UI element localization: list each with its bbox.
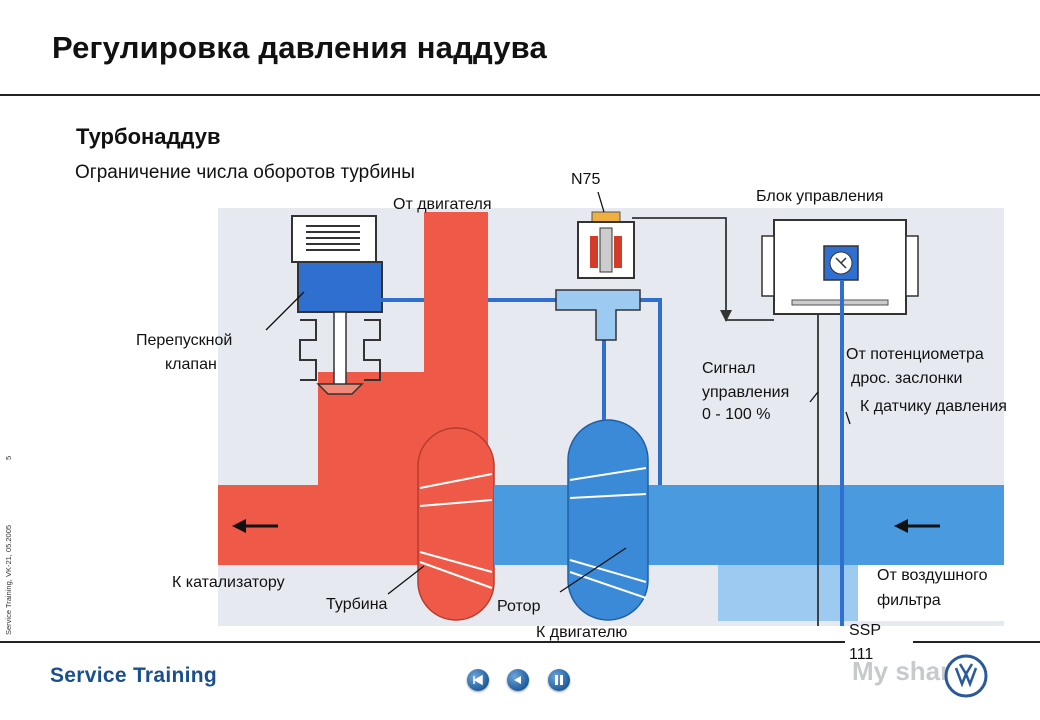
rotor-label: Ротор [497,598,541,615]
footer-divider-right [913,641,1040,643]
first-slide-button[interactable] [467,669,489,691]
air-filter-label-line2: фильтра [877,592,941,609]
footer-divider-left [0,641,845,643]
turbine-blades [419,473,493,589]
pause-icon [555,675,563,685]
bellows-right [363,319,381,381]
turbine-label: Турбина [326,596,388,613]
air-filter-label-bg [858,565,1004,621]
rotor-blades [569,467,647,599]
vw-logo-icon [944,654,988,698]
to-catalyst-label: К катализатору [172,574,285,591]
signal-label-line2: управления [702,384,790,401]
exhaust-flow-arrow-icon [232,519,246,533]
actuator-pressure-chamber [297,261,383,313]
to-engine-label: К двигателю [536,624,628,641]
ssp-label-line2: 111 [849,646,874,663]
actuator-rod [333,311,347,389]
page-title: Регулировка давления наддува [52,30,547,65]
ssp-label-line1: SSP [849,622,882,639]
leader-lines [265,191,851,595]
intake-lower-branch [718,565,858,621]
signal-label-line1: Сигнал [702,360,756,377]
compressor-housing [567,419,649,621]
header-divider [0,94,1040,96]
potentiometer-label-line1: От потенциометра [846,346,984,363]
flow-arrows [232,519,940,533]
section-title: Турбонаддув [76,124,221,149]
pause-button[interactable] [548,669,570,691]
previous-slide-button[interactable] [507,669,529,691]
bellows-left [299,319,317,381]
exhaust-pipes [218,212,488,565]
spring-icon [306,225,360,251]
n75-label: N75 [571,171,601,188]
turbine-housing [417,427,495,621]
footer-brand: Service Training [50,664,218,687]
air-filter-label-line1: От воздушного [877,567,988,584]
signal-wires [632,217,844,626]
pressure-sensor-label: К датчику давления [860,398,1007,415]
signal-label-line3: 0 - 100 % [702,406,771,423]
valve-disc [316,383,364,395]
bypass-valve-label-line2: клапан [165,356,217,373]
section-subtext: Ограничение числа оборотов турбины [75,162,415,183]
signal-arrowhead [720,310,732,322]
potentiometer-label-line2: дрос. заслонки [851,370,963,387]
bypass-valve-actuator [291,215,383,395]
first-icon [473,674,483,686]
n75-solenoid-valve [555,211,641,341]
intake-flow-arrow-icon [894,519,908,533]
from-engine-label: От двигателя [393,196,492,213]
bypass-valve-label-line1: Перепускной [136,332,233,349]
control-unit-label: Блок управления [756,188,884,205]
previous-icon [514,676,521,684]
